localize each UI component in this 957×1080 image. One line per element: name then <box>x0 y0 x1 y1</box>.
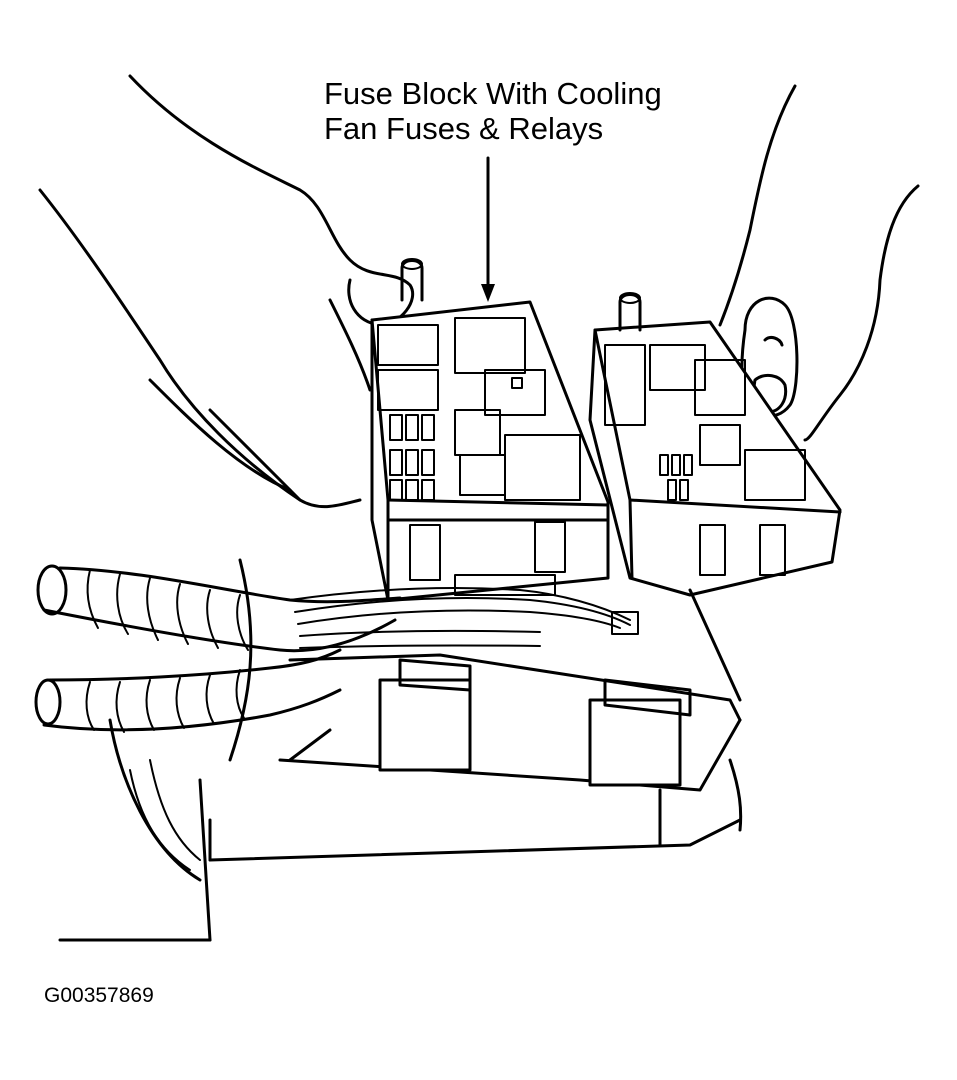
wires <box>289 587 639 649</box>
figure-id: G00357869 <box>44 984 154 1007</box>
mounting-bracket <box>208 558 743 862</box>
fuse-row <box>389 414 435 501</box>
fuse-row <box>659 454 693 501</box>
lower-cable <box>58 718 212 942</box>
callout-arrow <box>481 156 495 302</box>
callout-line-1: Fuse Block With Cooling <box>324 76 662 111</box>
secondary-fuse-block <box>588 292 842 597</box>
wire-harness-upper <box>36 564 402 653</box>
main-fuse-block <box>370 258 610 602</box>
wire-harness-lower <box>34 648 342 733</box>
fuse-block-callout-label: Fuse Block With Cooling Fan Fuses & Rela… <box>324 76 662 146</box>
callout-line-2: Fan Fuses & Relays <box>324 111 604 146</box>
